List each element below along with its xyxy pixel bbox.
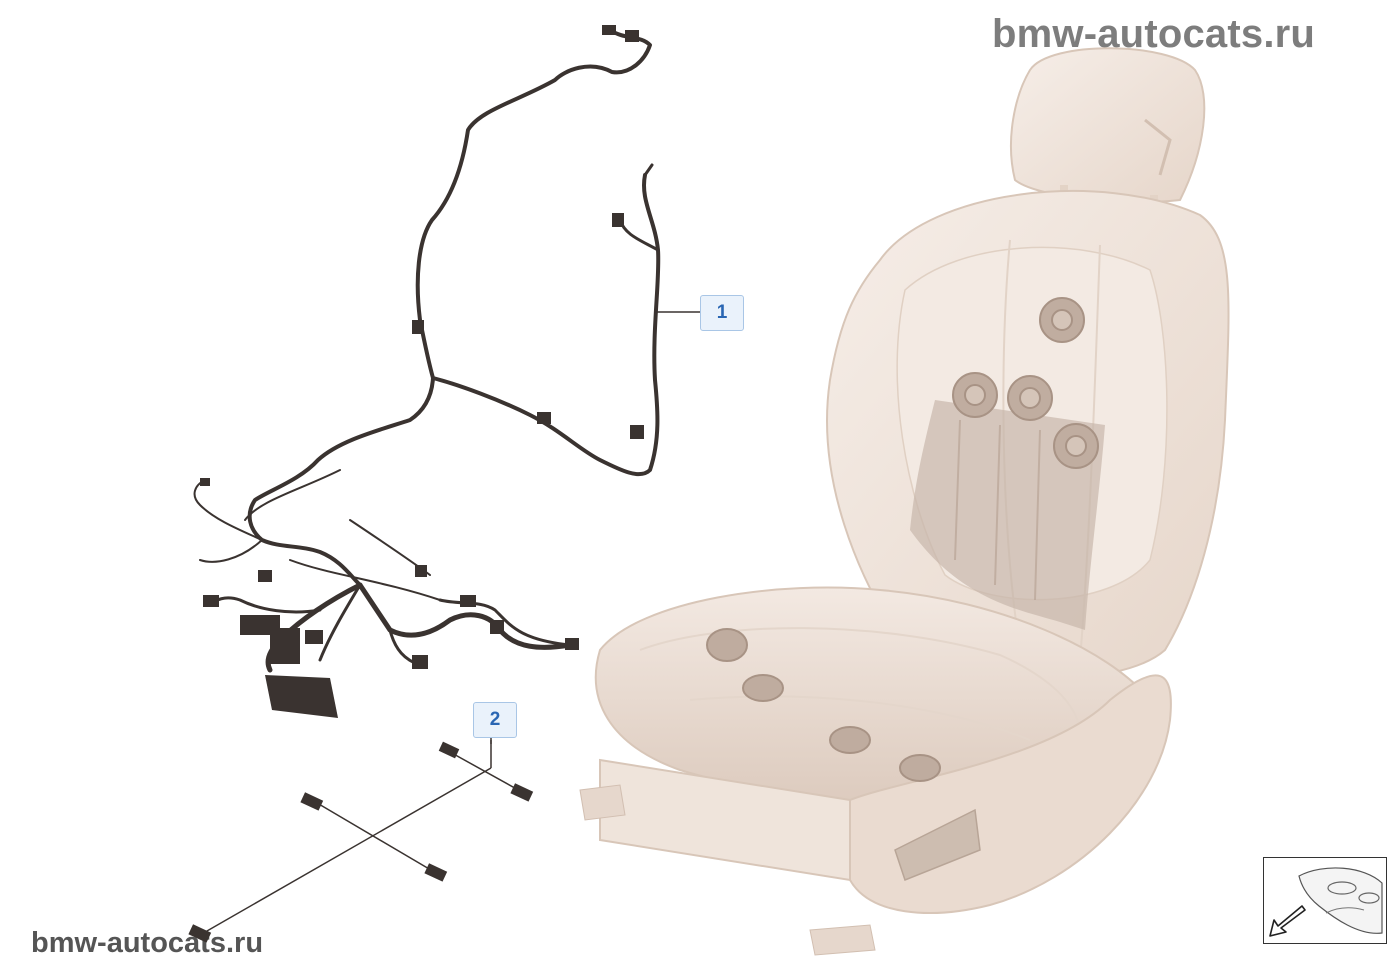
watermark-bottom: bmw-autocats.ru [31, 927, 264, 959]
watermark-top: bmw-autocats.ru [992, 12, 1316, 56]
seat-occupancy-sensor [188, 740, 534, 943]
callout-1-button[interactable]: 1 [700, 295, 744, 331]
callout-2-button[interactable]: 2 [473, 702, 517, 738]
seat-headrest [1009, 47, 1206, 203]
seat-illustration [579, 47, 1230, 956]
backrest-actuators [952, 297, 1099, 469]
overview-nav-thumbnail[interactable] [1263, 857, 1387, 944]
arrow-back-to-overview-icon [1269, 867, 1383, 937]
cushion-actuators [706, 628, 941, 782]
wiring-harness [193, 25, 661, 718]
